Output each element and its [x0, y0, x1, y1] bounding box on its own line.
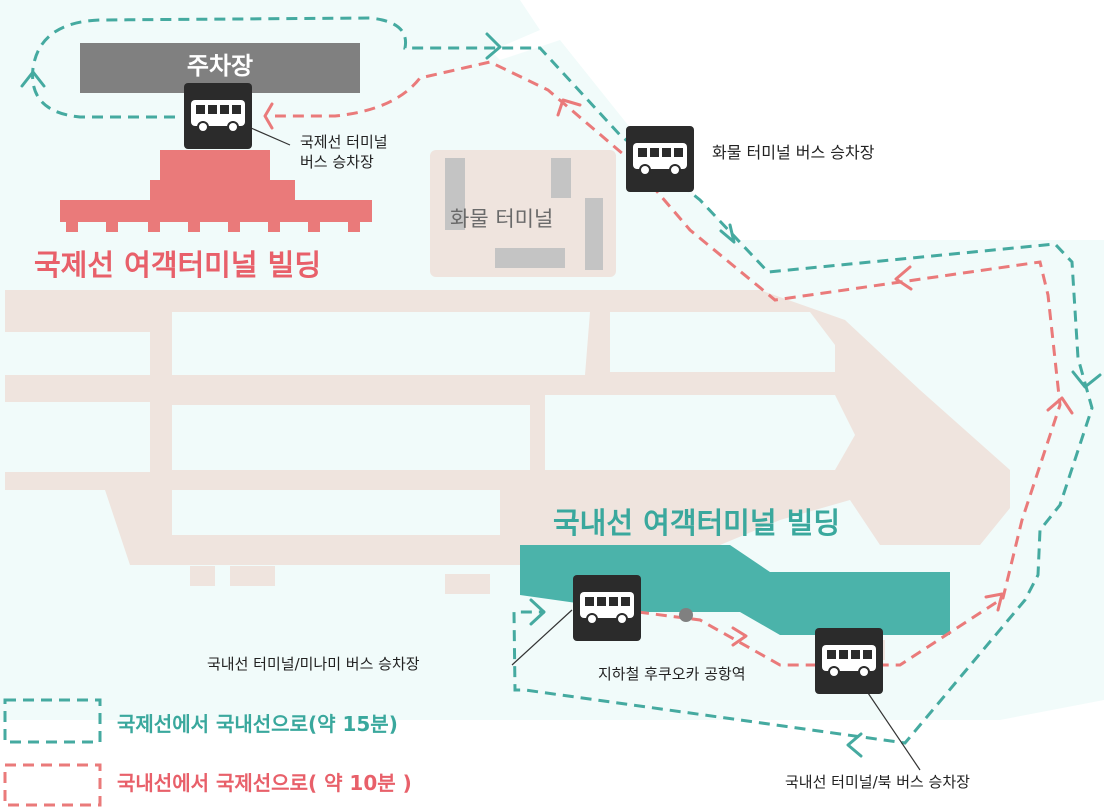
- international-terminal-building: [60, 150, 372, 232]
- route-dom-to-intl: [275, 60, 1062, 667]
- parking-lot-label: 주차장: [186, 52, 254, 80]
- bus-stop-cargo-icon: [626, 126, 694, 192]
- bus-stop-cargo-label: 화물 터미널 버스 승차장: [712, 143, 875, 162]
- route-intl-to-dom: [31, 16, 1094, 745]
- legend-swatch-teal: [3, 698, 102, 744]
- bus-stop-domestic-south-label: 국내선 터미널/미나미 버스 승차장: [207, 655, 420, 673]
- legend-red-text: 국내선에서 국제선으로( 약 10분 ): [117, 771, 412, 795]
- teal-arrowheads: [20, 32, 1102, 758]
- bus-stop-international-label: 국제선 터미널 버스 승차장: [300, 132, 388, 172]
- red-arrowheads: [263, 98, 1074, 647]
- cargo-terminal: [430, 150, 616, 277]
- subway-station-marker: [679, 608, 693, 622]
- domestic-terminal-title: 국내선 여객터미널 빌딩: [553, 506, 840, 540]
- bus-stop-domestic-north-label: 국내선 터미널/북 버스 승차장: [785, 773, 970, 791]
- subway-station-label: 지하철 후쿠오카 공항역: [598, 665, 746, 683]
- bus-stop-international-icon: [184, 83, 252, 149]
- bus-stop-domestic-north-icon: [815, 628, 883, 694]
- leader-lines: [250, 127, 921, 771]
- legend-teal-text: 국제선에서 국내선으로(약 15분): [117, 712, 398, 736]
- bus-stop-international-label-line1: 국제선 터미널: [300, 133, 388, 151]
- international-terminal-title: 국제선 여객터미널 빌딩: [34, 248, 321, 282]
- bus-stop-domestic-south-icon: [573, 575, 641, 641]
- runway-area: [0, 290, 1010, 660]
- legend-swatch-red: [3, 763, 102, 807]
- cargo-terminal-label: 화물 터미널: [450, 207, 554, 231]
- bus-stop-international-label-line2: 버스 승차장: [300, 153, 374, 171]
- domestic-terminal-building: [520, 545, 950, 635]
